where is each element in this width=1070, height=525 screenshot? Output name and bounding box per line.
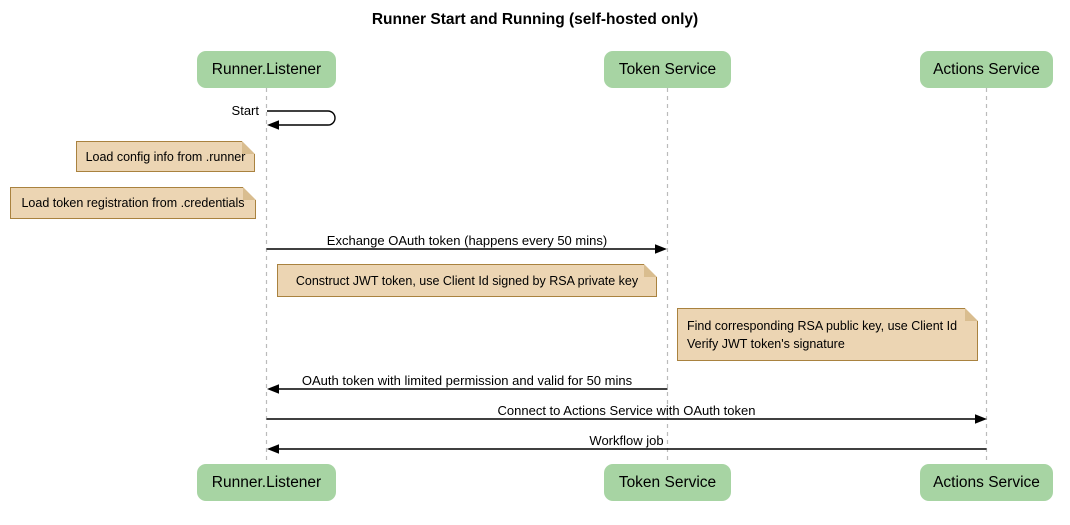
message-label-workflow-job: Workflow job xyxy=(589,433,664,448)
note-load-token-registration-text: Load token registration from .credential… xyxy=(21,196,245,210)
note-verify-jwt-line1: Find corresponding RSA public key, use C… xyxy=(687,318,958,333)
note-construct-jwt: Construct JWT token, use Client Id signe… xyxy=(277,264,657,297)
message-arrow-start-self-loop xyxy=(267,110,336,130)
message-label-connect: Connect to Actions Service with OAuth to… xyxy=(497,403,756,418)
message-arrow-connect xyxy=(266,414,987,424)
message-arrow-oauth-return xyxy=(267,384,668,394)
participant-runner-listener-bottom: Runner.Listener xyxy=(197,464,336,501)
note-verify-jwt: Find corresponding RSA public key, use C… xyxy=(677,308,978,361)
diagram-title: Runner Start and Running (self-hosted on… xyxy=(371,11,699,28)
message-arrow-workflow-job xyxy=(267,444,987,454)
note-verify-jwt-line2: Verify JWT token's signature xyxy=(687,336,845,351)
participant-runner-listener-top: Runner.Listener xyxy=(197,51,336,88)
participant-actions-service-top: Actions Service xyxy=(920,51,1053,88)
message-label-start: Start xyxy=(231,103,259,118)
message-label-oauth-return: OAuth token with limited permission and … xyxy=(301,373,633,388)
participant-token-service-bottom: Token Service xyxy=(604,464,731,501)
note-construct-jwt-text: Construct JWT token, use Client Id signe… xyxy=(295,273,639,288)
message-arrow-exchange-oauth xyxy=(266,244,667,254)
note-load-config: Load config info from .runner xyxy=(76,141,255,172)
note-load-config-text: Load config info from .runner xyxy=(85,149,246,164)
note-load-token-registration: Load token registration from .credential… xyxy=(10,187,256,219)
participant-actions-service-bottom: Actions Service xyxy=(920,464,1053,501)
message-label-exchange-oauth: Exchange OAuth token (happens every 50 m… xyxy=(326,233,608,248)
participant-token-service-top: Token Service xyxy=(604,51,731,88)
